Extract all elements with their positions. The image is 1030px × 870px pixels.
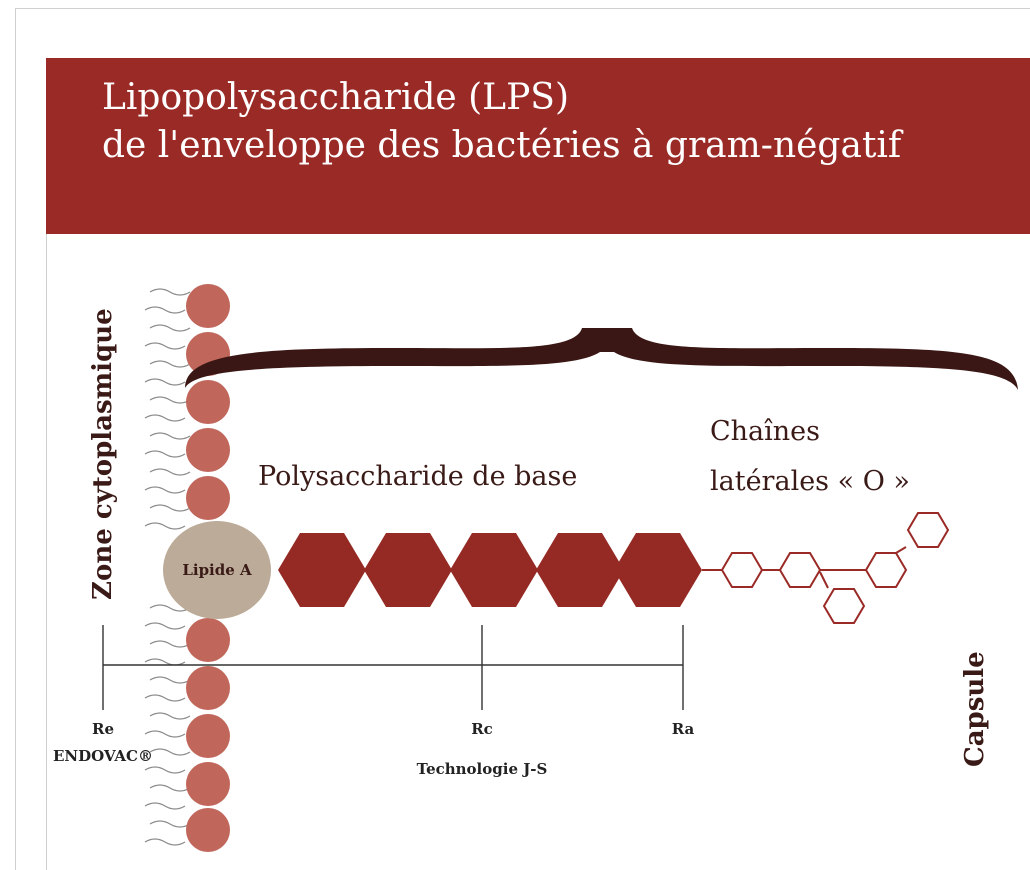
title-banner: Lipopolysaccharide (LPS) de l'enveloppe … [46,58,1030,234]
rc-label: Rc [471,720,493,738]
re-label: Re [92,720,114,738]
ra-label: Ra [672,720,695,738]
polysaccharide-label: Polysaccharide de base [258,461,577,492]
core-hexagons [278,533,702,607]
technologie-label: Technologie J-S [417,760,548,778]
zone-cytoplasmique-label: Zone cytoplasmique [88,308,118,600]
chaines-label-line2: latérales « O » [710,466,910,497]
lipid-a-label: Lipide A [182,561,252,579]
title-line-1: Lipopolysaccharide (LPS) [102,77,570,118]
endovac-label: ENDOVAC® [53,747,153,765]
o-side-chains [702,512,950,624]
measurement-axis [102,625,684,710]
membrane-beads [186,284,230,852]
frame-divider [46,234,47,870]
curly-brace [185,328,1018,390]
title-line-2: de l'enveloppe des bactéries à gram-néga… [102,125,902,166]
chaines-label-line1: Chaînes [710,416,820,447]
capsule-label: Capsule [960,651,990,767]
membrane-tails [144,288,191,846]
lipid-a-blob [163,521,271,619]
